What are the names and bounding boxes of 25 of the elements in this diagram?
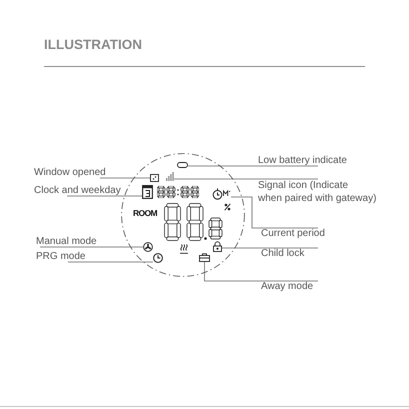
padlock-icon	[213, 241, 222, 252]
callout-label: Away mode	[261, 281, 314, 292]
clock-icon	[153, 253, 163, 263]
fan-icon	[143, 242, 153, 252]
callout-label: Clock and weekday	[34, 185, 121, 196]
callout-label: Child lock	[261, 248, 304, 259]
title: ILLUSTRATION	[44, 37, 142, 53]
callout-label: Window opened	[34, 167, 106, 178]
battery-icon	[177, 162, 188, 168]
callout-label: Low battery indicate	[258, 155, 347, 166]
callout-label: PRG mode	[36, 251, 86, 262]
callout-label: Signal icon (Indicate when paired with gateway)	[258, 179, 376, 205]
leader-line	[230, 196, 318, 228]
briefcase-icon	[199, 253, 210, 262]
leader-line	[40, 246, 144, 248]
signal-bars-icon	[166, 172, 174, 181]
leader-line	[204, 262, 318, 282]
callout-label: Current period	[261, 228, 325, 239]
dashed-circle-display	[121, 153, 245, 277]
leader-line	[174, 178, 318, 180]
callout-label: Manual mode	[36, 236, 97, 247]
clock-icon	[212, 188, 231, 200]
window-icon	[150, 173, 159, 182]
calendar-icon	[142, 185, 153, 199]
display-text: ROOM	[133, 208, 158, 218]
